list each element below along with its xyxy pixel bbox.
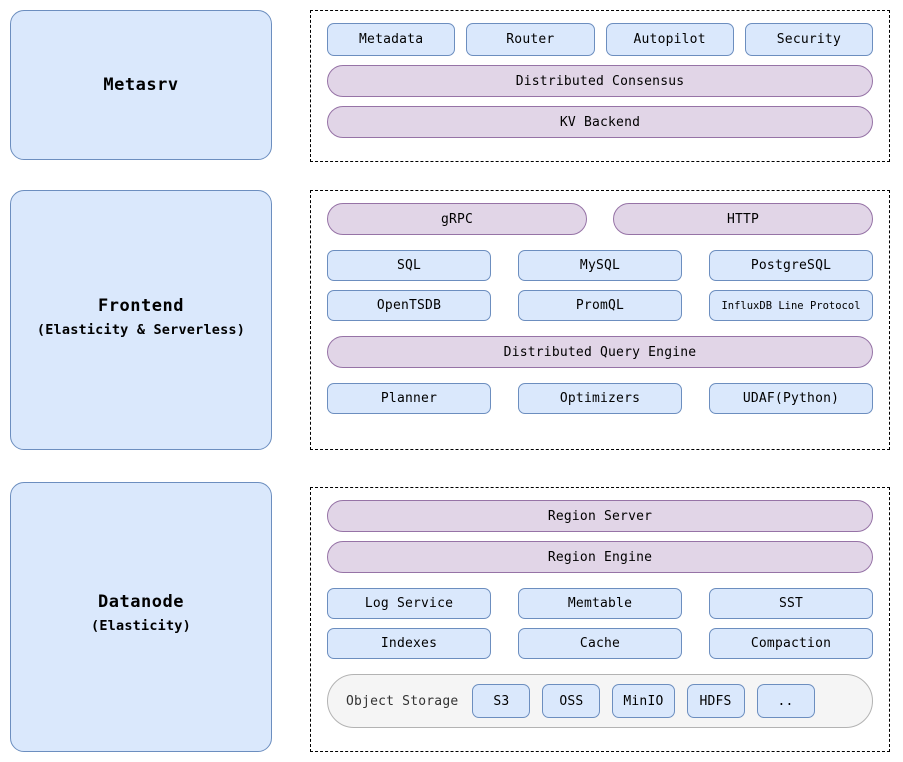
node-kv-backend[interactable]: KV Backend (327, 106, 873, 138)
datanode-row-storage-parts-2: Indexes Cache Compaction (327, 628, 873, 659)
node-cache[interactable]: Cache (518, 628, 682, 659)
frontend-row-query-langs-1: SQL MySQL PostgreSQL (327, 250, 873, 281)
object-storage-backends: S3 OSS MinIO HDFS .. (472, 684, 815, 718)
node-sql[interactable]: SQL (327, 250, 491, 281)
datanode-row-region-server: Region Server (327, 500, 873, 532)
node-label: OpenTSDB (376, 298, 442, 313)
datanode-row-object-storage: Object Storage S3 OSS MinIO HDFS (327, 674, 873, 728)
group-frontend: gRPC HTTP SQL MySQL PostgreSQL OpenTSDB … (310, 190, 890, 450)
node-region-server[interactable]: Region Server (327, 500, 873, 532)
node-distributed-consensus[interactable]: Distributed Consensus (327, 65, 873, 97)
role-title-metasrv: Metasrv (103, 74, 179, 95)
node-mysql[interactable]: MySQL (518, 250, 682, 281)
node-minio[interactable]: MinIO (612, 684, 675, 718)
role-title-frontend: Frontend (98, 295, 184, 316)
node-security[interactable]: Security (744, 23, 873, 56)
node-influxdb-line-protocol[interactable]: InfluxDB Line Protocol (709, 290, 873, 321)
role-title-datanode: Datanode (98, 591, 184, 612)
node-promql[interactable]: PromQL (518, 290, 682, 321)
node-label: InfluxDB Line Protocol (721, 299, 861, 312)
node-router[interactable]: Router (466, 23, 595, 56)
node-label: Autopilot (633, 32, 706, 47)
node-distributed-query-engine[interactable]: Distributed Query Engine (327, 336, 873, 368)
frontend-row-protocols: gRPC HTTP (327, 203, 873, 235)
node-label: SST (778, 596, 804, 611)
node-label: .. (777, 693, 794, 709)
node-label: MySQL (579, 258, 621, 273)
node-label: Cache (579, 636, 621, 651)
node-optimizers[interactable]: Optimizers (518, 383, 682, 414)
node-region-engine[interactable]: Region Engine (327, 541, 873, 573)
node-label: S3 (493, 693, 510, 709)
node-label: Metadata (359, 32, 424, 47)
node-label: UDAF(Python) (742, 391, 840, 406)
node-label: Distributed Query Engine (503, 344, 697, 360)
node-postgresql[interactable]: PostgreSQL (709, 250, 873, 281)
node-log-service[interactable]: Log Service (327, 588, 491, 619)
node-label: PromQL (575, 298, 625, 313)
node-label: Memtable (567, 596, 633, 611)
node-compaction[interactable]: Compaction (709, 628, 873, 659)
node-label: Log Service (364, 596, 454, 611)
node-label: OSS (559, 693, 584, 709)
group-metasrv: Metadata Router Autopilot Security Distr… (310, 10, 890, 162)
node-opentsdb[interactable]: OpenTSDB (327, 290, 491, 321)
node-autopilot[interactable]: Autopilot (605, 23, 734, 56)
node-hdfs[interactable]: HDFS (686, 684, 745, 718)
object-storage-shell: Object Storage S3 OSS MinIO HDFS (327, 674, 873, 728)
role-box-metasrv[interactable]: Metasrv (10, 10, 272, 160)
node-label: MinIO (623, 693, 664, 709)
node-label: Region Server (547, 508, 653, 524)
role-box-datanode[interactable]: Datanode (Elasticity) (10, 482, 272, 752)
node-more[interactable]: .. (756, 684, 815, 718)
node-http[interactable]: HTTP (613, 203, 873, 235)
node-label: gRPC (440, 211, 474, 227)
node-udaf-python[interactable]: UDAF(Python) (709, 383, 873, 414)
node-label: SQL (396, 258, 422, 273)
group-datanode: Region Server Region Engine Log Service … (310, 487, 890, 752)
node-s3[interactable]: S3 (472, 684, 531, 718)
node-label: PostgreSQL (750, 258, 832, 273)
role-box-frontend[interactable]: Frontend (Elasticity & Serverless) (10, 190, 272, 450)
datanode-row-storage-parts-1: Log Service Memtable SST (327, 588, 873, 619)
object-storage-label: Object Storage (346, 693, 459, 709)
node-planner[interactable]: Planner (327, 383, 491, 414)
node-metadata[interactable]: Metadata (327, 23, 456, 56)
node-label: HTTP (726, 211, 760, 227)
node-label: Indexes (380, 636, 438, 651)
node-sst[interactable]: SST (709, 588, 873, 619)
metasrv-row-consensus: Distributed Consensus (327, 65, 873, 97)
node-label: Planner (380, 391, 438, 406)
role-subtitle-datanode: (Elasticity) (91, 617, 191, 634)
node-label: Region Engine (547, 549, 653, 565)
node-label: Router (506, 32, 555, 47)
datanode-row-region-engine: Region Engine (327, 541, 873, 573)
role-subtitle-frontend: (Elasticity & Serverless) (36, 321, 246, 338)
frontend-row-query-langs-2: OpenTSDB PromQL InfluxDB Line Protocol (327, 290, 873, 321)
node-oss[interactable]: OSS (542, 684, 601, 718)
node-label: Optimizers (559, 391, 641, 406)
frontend-row-engine-parts: Planner Optimizers UDAF(Python) (327, 383, 873, 414)
node-grpc[interactable]: gRPC (327, 203, 587, 235)
node-indexes[interactable]: Indexes (327, 628, 491, 659)
node-label: Compaction (750, 636, 832, 651)
metasrv-row-kv-backend: KV Backend (327, 106, 873, 138)
node-label: HDFS (699, 693, 732, 709)
node-label: KV Backend (559, 114, 641, 130)
node-label: Security (776, 32, 841, 47)
metasrv-row-services: Metadata Router Autopilot Security (327, 23, 873, 56)
frontend-row-query-engine: Distributed Query Engine (327, 336, 873, 368)
node-memtable[interactable]: Memtable (518, 588, 682, 619)
node-label: Distributed Consensus (515, 73, 685, 89)
